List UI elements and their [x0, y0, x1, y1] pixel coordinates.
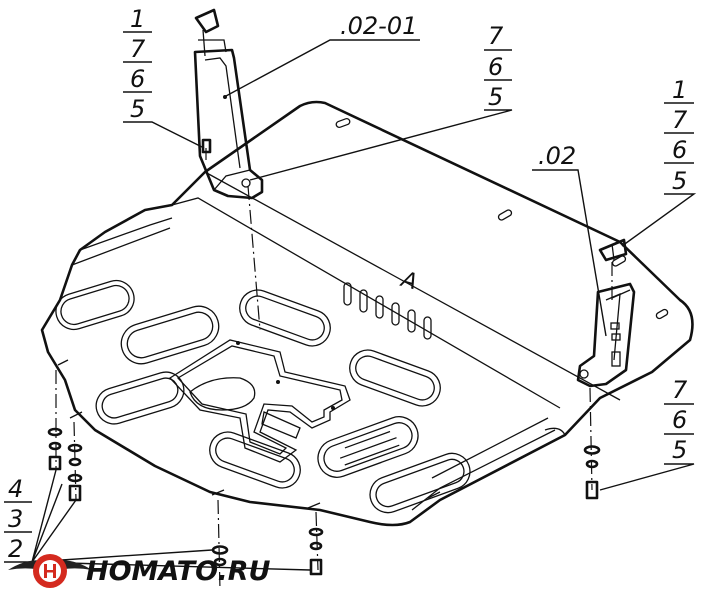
logo-text: HOMATO.RU [86, 556, 271, 587]
skid-plate: A [40, 100, 694, 527]
callout-left-1: 1 [130, 5, 145, 33]
callout-bottom-right-6: 6 [672, 406, 687, 434]
callout-right-6: 6 [672, 136, 687, 164]
callout-left-5: 5 [130, 95, 145, 123]
callout-right-1: 1 [672, 76, 687, 104]
callout-part-02-01: .02-01 [225, 12, 420, 97]
callout-bottom-right-7: 7 [672, 376, 688, 404]
rim-holes [57, 359, 441, 509]
callout-right-5: 5 [672, 167, 687, 195]
homato-logo: HOMATO.RU [8, 554, 271, 588]
winged-logo-icon [8, 554, 92, 588]
callout-left-7: 7 [130, 35, 146, 63]
callout-bottom-left-3: 3 [8, 505, 23, 533]
callout-part-02-label: .02 [538, 142, 576, 170]
callout-center-7: 7 [488, 22, 504, 50]
fasteners [47, 138, 601, 576]
callout-bottom-right: 7 6 5 [599, 376, 695, 491]
oval-cutouts [55, 279, 471, 514]
callout-part-02: .02 [532, 142, 607, 337]
callout-bottom-left-2: 2 [8, 535, 23, 563]
callout-bottom-left-4: 4 [8, 475, 23, 503]
axis-lines [55, 148, 613, 591]
plate-marking: A [397, 267, 420, 296]
callout-center-5: 5 [488, 83, 503, 111]
callout-center-right: 7 6 5 [249, 22, 513, 181]
callout-left-6: 6 [130, 65, 145, 93]
callout-center-6: 6 [488, 53, 503, 81]
central-cutout [168, 339, 351, 463]
callout-right-7: 7 [672, 106, 688, 134]
callout-left-bracket: 1 7 6 5 [123, 5, 205, 149]
callout-bottom-right-5: 5 [672, 436, 687, 464]
left-bracket [193, 8, 264, 200]
right-bracket [576, 238, 636, 388]
callout-right-bracket: 1 7 6 5 [621, 76, 697, 247]
vent-louvres [343, 282, 432, 340]
callout-part-02-01-label: .02-01 [340, 12, 417, 40]
